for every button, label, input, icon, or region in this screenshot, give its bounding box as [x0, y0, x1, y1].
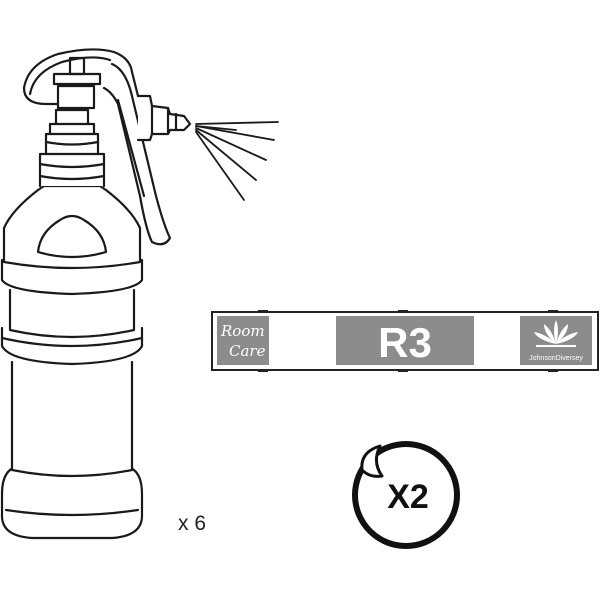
sticker-count: X2: [387, 478, 429, 516]
bottle-shoulder: [2, 184, 142, 270]
spray-mist: [195, 121, 279, 201]
bottle-quantity: x 6: [178, 512, 207, 535]
sprayer-head: [22, 48, 152, 100]
brand-logo: JohnsonDiversey: [520, 316, 592, 365]
svg-text:Care: Care: [229, 342, 266, 360]
sticker-multiplier-badge: X2: [352, 441, 460, 549]
bottle-neck: [38, 152, 106, 188]
lotus-icon: [534, 320, 578, 347]
svg-text:JohnsonDiversey: JohnsonDiversey: [529, 355, 583, 362]
spray-bottle-illustration: [0, 48, 279, 540]
room-care-logo: Room Care: [217, 316, 269, 365]
bottle-band-upper: [0, 258, 144, 296]
label-strip: Room Care R3 JohnsonDiversey: [211, 310, 599, 372]
product-code: R3: [378, 319, 432, 366]
svg-text:Room: Room: [220, 322, 265, 340]
sprayer-nozzle: [136, 94, 192, 142]
bottle-body-lower: [10, 360, 134, 478]
peel-corner-icon: [360, 444, 384, 478]
product-code-panel: R3: [336, 316, 474, 366]
